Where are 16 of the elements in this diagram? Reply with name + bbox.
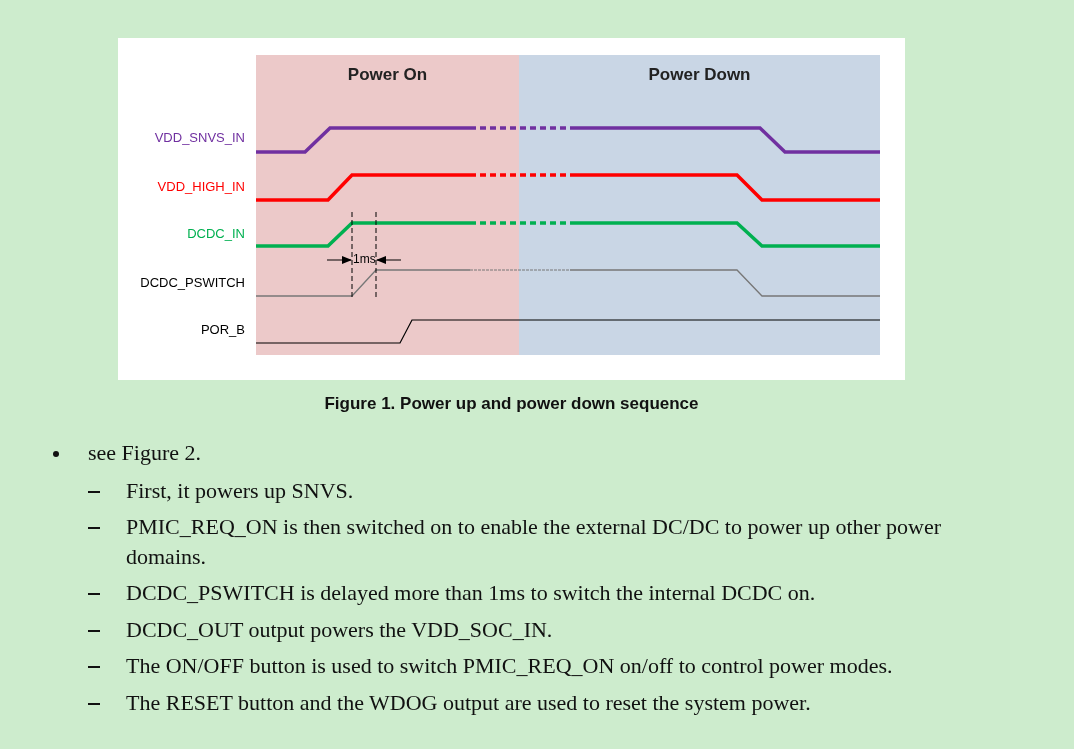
- dimension-label: 1ms: [353, 252, 376, 266]
- figure-caption: Figure 1. Power up and power down sequence: [323, 394, 700, 414]
- list-item: The RESET button and the WDOG output are used to reset the system power.: [126, 689, 812, 717]
- list-item: The ON/OFF button is used to switch PMIC_REQ_ON on/off to control power modes.: [126, 652, 894, 680]
- signal-name: VDD_HIGH_IN: [156, 179, 245, 194]
- list-item: PMIC_REQ_ON is then switched on to enable the external DC/DC to power up other power domains.: [126, 513, 943, 571]
- phase-title: Power On: [346, 65, 429, 85]
- signal-name: DCDC_IN: [186, 226, 245, 241]
- list-item: DCDC_PSWITCH is delayed more than 1ms to switch the internal DCDC on.: [126, 579, 817, 607]
- signal-name: VDD_SNVS_IN: [153, 130, 245, 145]
- list-item: First, it powers up SNVS.: [126, 477, 355, 505]
- signal-name: DCDC_PSWITCH: [139, 275, 245, 290]
- list-item: DCDC_OUT output powers the VDD_SOC_IN.: [126, 616, 554, 644]
- signal-name: POR_B: [199, 322, 245, 337]
- list-item: see Figure 2.: [88, 439, 203, 467]
- phase-title: Power Down: [647, 65, 752, 85]
